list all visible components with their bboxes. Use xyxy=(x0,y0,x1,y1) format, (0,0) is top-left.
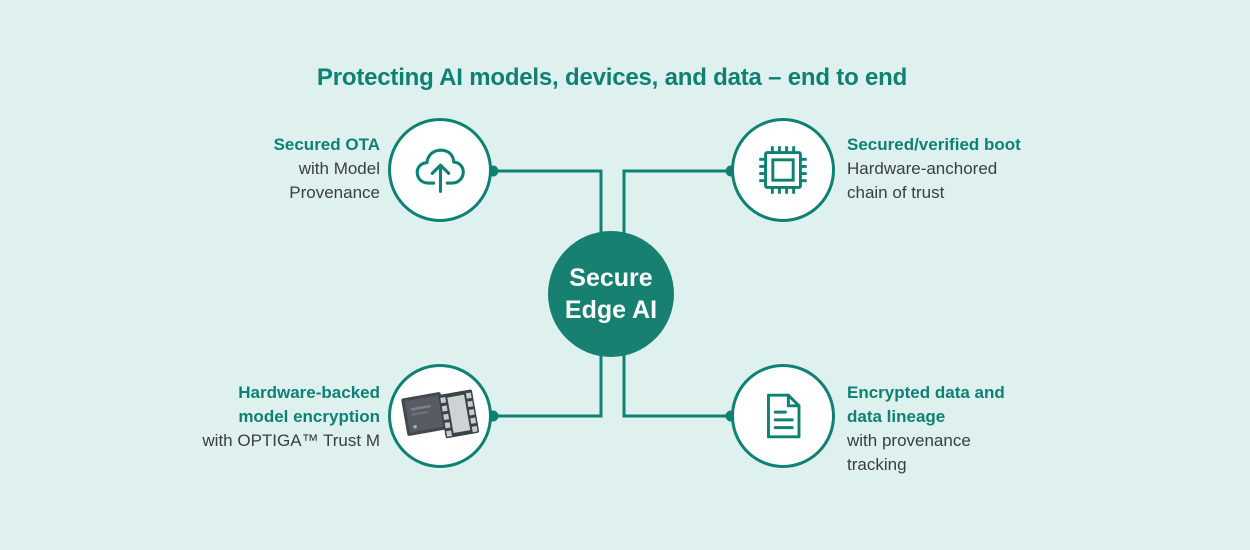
label-line: tracking xyxy=(847,455,907,474)
optiga-chips-photo xyxy=(401,389,480,439)
center-label-line2: Edge AI xyxy=(564,296,658,324)
label-line: with Model xyxy=(298,159,380,178)
cloud-upload-icon xyxy=(415,148,465,193)
connector-top-right xyxy=(622,169,731,245)
node-encrypted-data xyxy=(731,364,835,468)
document-icon xyxy=(767,393,801,439)
center-label-line1: Secure xyxy=(569,264,653,292)
center-node-secure-edge-ai: Secure Edge AI xyxy=(548,231,674,357)
connector-bottom-left xyxy=(493,343,603,418)
label-line: with OPTIGA™ Trust M xyxy=(202,431,380,450)
label-line: with provenance xyxy=(847,431,971,450)
label-model-encryption: Hardware-backed model encryption with OP… xyxy=(202,381,380,453)
node-model-encryption xyxy=(388,364,492,468)
node-verified-boot xyxy=(731,118,835,222)
label-verified-boot: Secured/verified boot Hardware-anchored … xyxy=(847,133,1021,205)
label-line: chain of trust xyxy=(847,183,945,202)
label-encrypted-data: Encrypted data and data lineage with pro… xyxy=(847,381,1005,477)
label-line: model encryption xyxy=(238,407,380,426)
label-secured-ota: Secured OTA with Model Provenance xyxy=(274,133,380,205)
connector-top-left xyxy=(493,169,603,245)
connector-bottom-right xyxy=(622,343,731,418)
label-line: Provenance xyxy=(289,183,380,202)
diagram-title: Protecting AI models, devices, and data … xyxy=(316,64,908,91)
label-line: Secured/verified boot xyxy=(847,135,1021,154)
label-line: Hardware-anchored xyxy=(847,159,998,178)
label-line: Hardware-backed xyxy=(238,383,380,402)
chip-icon xyxy=(759,146,807,194)
label-line: data lineage xyxy=(847,407,946,426)
node-secured-ota xyxy=(388,118,492,222)
label-line: Encrypted data and xyxy=(847,383,1005,402)
label-line: Secured OTA xyxy=(273,135,380,154)
